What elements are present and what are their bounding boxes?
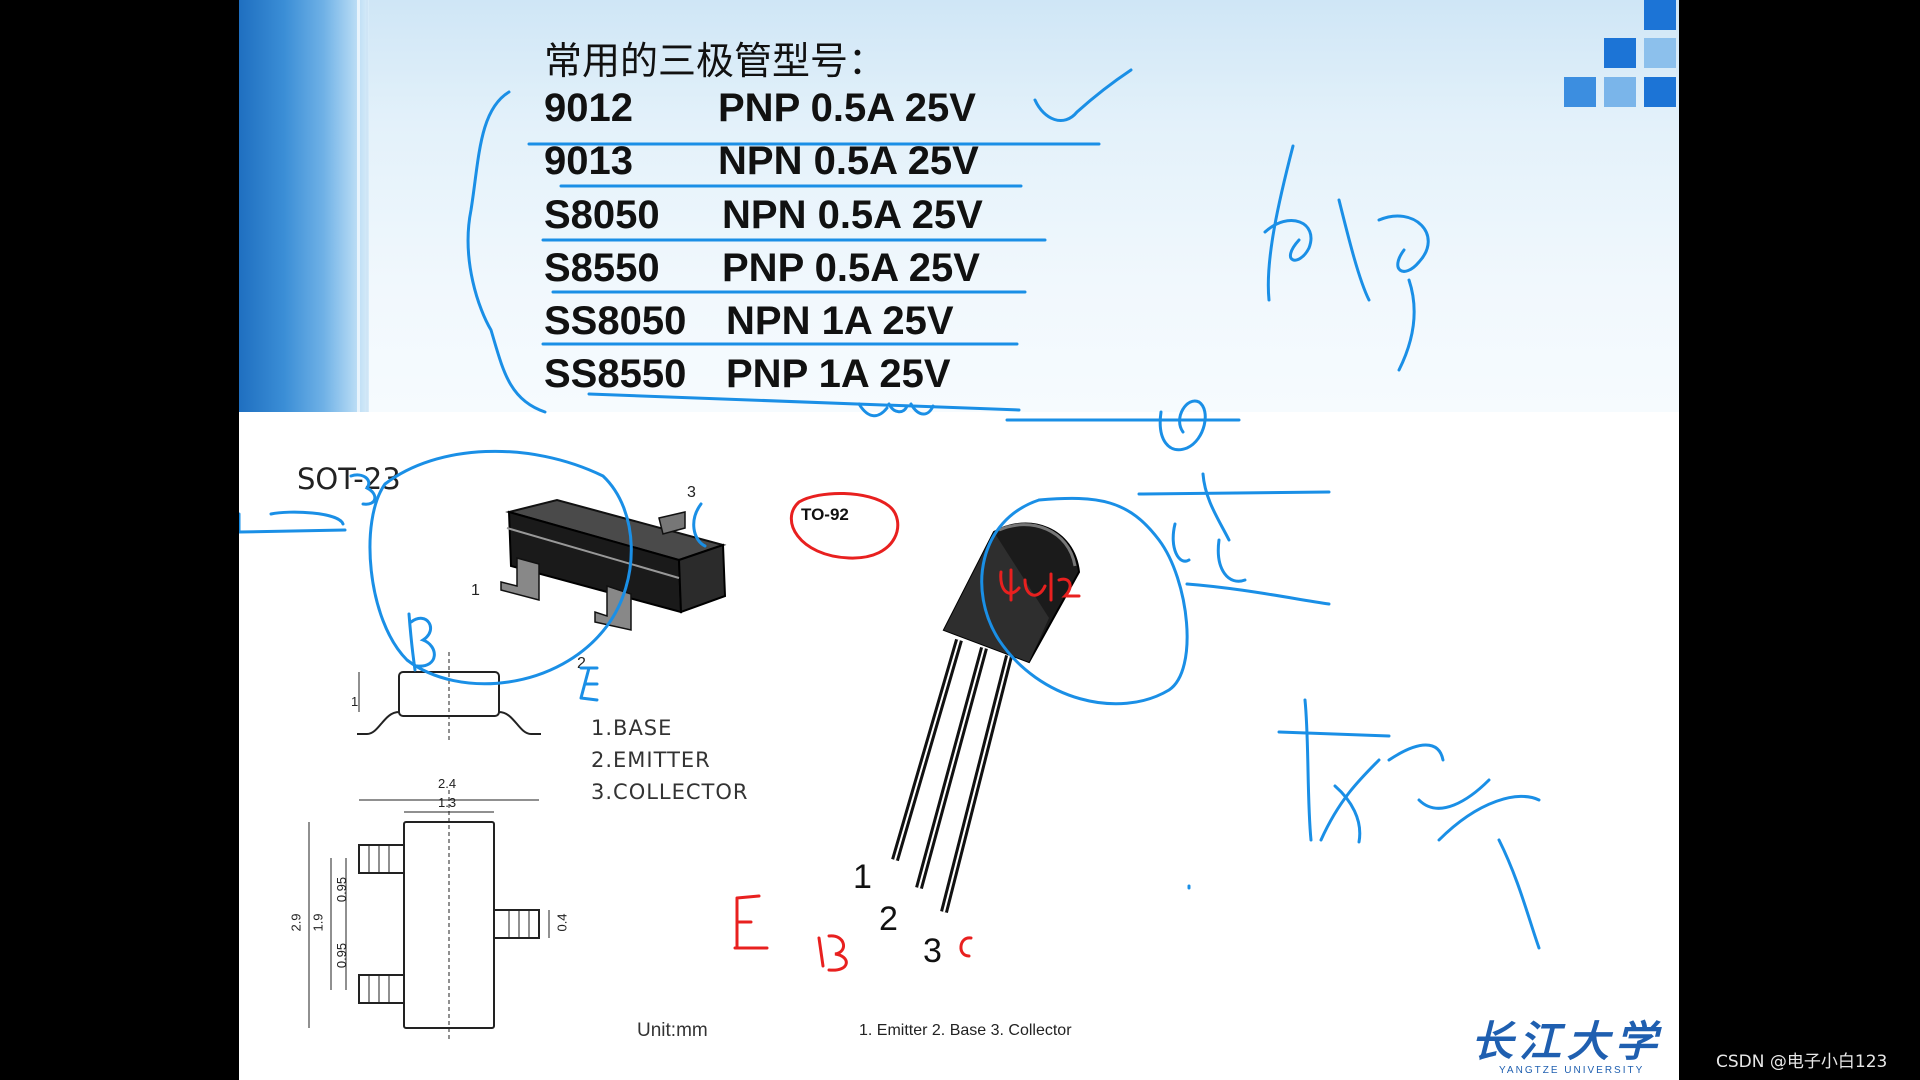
package-diagrams	[308, 498, 1081, 1040]
pin-name: 2.EMITTER	[591, 748, 711, 772]
handwritten-annotations-red	[733, 492, 1081, 972]
decorative-square	[1604, 38, 1636, 68]
dimension-label: 1.3	[438, 795, 457, 810]
model-row: SS8050 NPN 1A 25V	[544, 299, 954, 344]
model-name: S8550	[544, 246, 660, 290]
model-row: S8050 NPN 0.5A 25V	[544, 193, 983, 238]
model-name: 9012	[544, 86, 633, 130]
decorative-line	[357, 0, 360, 412]
model-row: SS8550 PNP 1A 25V	[544, 352, 951, 397]
model-name: S8050	[544, 193, 660, 237]
model-name: SS8050	[544, 299, 687, 343]
model-spec: PNP 0.5A 25V	[718, 86, 976, 130]
pin-name: 1.BASE	[591, 716, 673, 740]
model-row: 9013 NPN 0.5A 25V	[544, 139, 979, 184]
model-spec: PNP 0.5A 25V	[722, 246, 980, 290]
sot23-pin-number: 3	[687, 484, 696, 501]
slide-title: 常用的三极管型号：	[544, 39, 887, 83]
model-spec: NPN 1A 25V	[726, 299, 954, 343]
decorative-square	[1644, 0, 1676, 30]
university-logo: 长江大学 YANGTZE UNIVERSITY	[1471, 1008, 1671, 1078]
sot23-label: SOT-23	[297, 462, 401, 496]
to92-pin-legend: 1. Emitter 2. Base 3. Collector	[859, 1022, 1072, 1039]
decorative-line	[366, 0, 368, 412]
sot23-pin-number: 2	[577, 655, 586, 672]
to92-label: TO-92	[801, 505, 849, 524]
decorative-square	[1564, 77, 1596, 107]
decorative-square	[1644, 77, 1676, 107]
unit-label: Unit:mm	[637, 1020, 708, 1041]
decorative-side-stripe	[239, 0, 369, 412]
model-spec: PNP 1A 25V	[726, 352, 951, 396]
model-name: SS8550	[544, 352, 687, 396]
model-spec: NPN 0.5A 25V	[722, 193, 983, 237]
decorative-square	[1604, 77, 1636, 107]
to92-pin-number: 2	[879, 900, 898, 938]
model-row: S8550 PNP 0.5A 25V	[544, 246, 980, 291]
model-spec: NPN 0.5A 25V	[718, 139, 979, 183]
logo-subtext: YANGTZE UNIVERSITY	[1499, 1065, 1645, 1076]
pin-name: 3.COLLECTOR	[591, 780, 749, 804]
csdn-watermark: CSDN @电子小白123	[1716, 1052, 1888, 1072]
logo-text: 长江大学	[1471, 1017, 1664, 1066]
to92-package-drawing	[891, 522, 1081, 913]
sot23-pin-number: 1	[471, 582, 480, 599]
dimension-label: 2.4	[438, 776, 457, 791]
sot23-top-view	[308, 790, 550, 1040]
decorative-square	[1644, 38, 1676, 68]
sot23-front-view	[357, 652, 541, 740]
to92-pin-number: 3	[923, 932, 942, 970]
model-name: 9013	[544, 139, 633, 183]
dimension-label: 1	[351, 694, 359, 709]
model-row: 9012 PNP 0.5A 25V	[544, 86, 976, 131]
handwritten-annotations	[239, 68, 1541, 950]
to92-pin-number: 1	[853, 858, 872, 896]
